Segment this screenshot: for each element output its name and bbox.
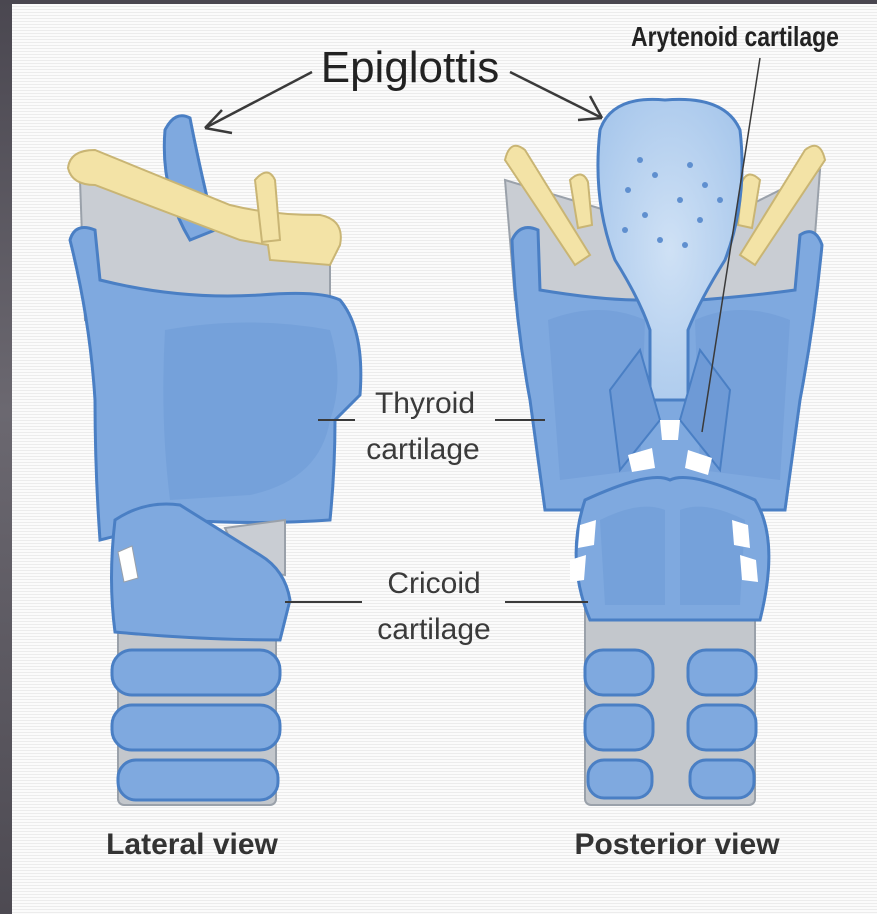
lateral-view-illustration	[68, 116, 361, 805]
epiglottis-arrow-right	[510, 72, 602, 118]
posterior-tracheal-ring	[688, 650, 756, 695]
posterior-tracheal-ring	[690, 760, 754, 798]
posterior-facet	[570, 555, 586, 582]
posterior-tracheal-ring	[688, 705, 756, 750]
posterior-view-illustration	[505, 99, 825, 805]
label-thyroid-line2: cartilage	[366, 433, 479, 466]
lateral-tracheal-ring	[112, 650, 280, 695]
label-thyroid-line1: Thyroid	[375, 387, 475, 420]
caption-posterior-view: Posterior view	[574, 828, 780, 861]
label-epiglottis: Epiglottis	[321, 43, 500, 92]
posterior-facet	[660, 420, 680, 440]
label-cricoid-line2: cartilage	[377, 613, 490, 646]
lateral-tracheal-ring	[118, 760, 278, 800]
posterior-cricoid-lamina-left	[600, 507, 665, 605]
posterior-tracheal-ring	[585, 650, 653, 695]
caption-lateral-view: Lateral view	[106, 828, 278, 861]
epiglottis-arrow-left	[205, 72, 312, 128]
lateral-tracheal-ring	[112, 705, 280, 750]
posterior-tracheal-ring	[588, 760, 652, 798]
posterior-tracheal-ring	[585, 705, 653, 750]
label-arytenoid-cartilage: Arytenoid cartilage	[631, 22, 839, 53]
label-cricoid-line1: Cricoid	[387, 567, 480, 600]
